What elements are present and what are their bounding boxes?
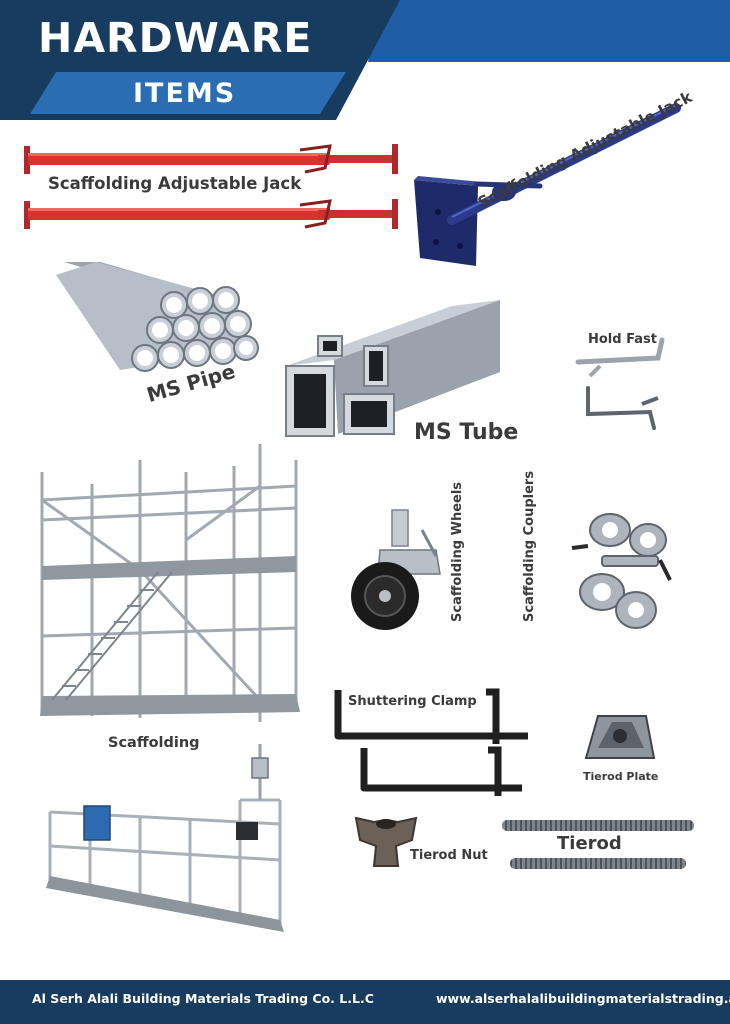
label-tierod-nut: Tierod Nut [410, 848, 488, 863]
label-hold-fast: Hold Fast [588, 332, 657, 347]
label-tierod-plate: Tierod Plate [583, 770, 659, 783]
header-banner [0, 0, 730, 120]
label-adjustable-jack-red: Scaffolding Adjustable Jack [48, 174, 302, 193]
label-ms-pipe: MS Pipe [144, 359, 238, 408]
label-scaffolding-wheels: Scaffolding Wheels [450, 481, 465, 622]
page-subtitle: ITEMS [133, 78, 237, 109]
label-scaffolding: Scaffolding [108, 735, 200, 751]
label-tierod: Tierod [557, 833, 622, 854]
label-scaffolding-couplers: Scaffolding Couplers [522, 470, 537, 622]
footer-website-link[interactable]: www.alserhalalibuildingmaterialstrading.… [436, 991, 730, 1006]
page-title: HARDWARE [38, 14, 313, 62]
label-ms-tube: MS Tube [414, 420, 519, 445]
label-shuttering-clamp: Shuttering Clamp [348, 694, 477, 709]
footer-company-name: Al Serh Alali Building Materials Trading… [32, 991, 374, 1006]
footer-bar [0, 980, 730, 1024]
